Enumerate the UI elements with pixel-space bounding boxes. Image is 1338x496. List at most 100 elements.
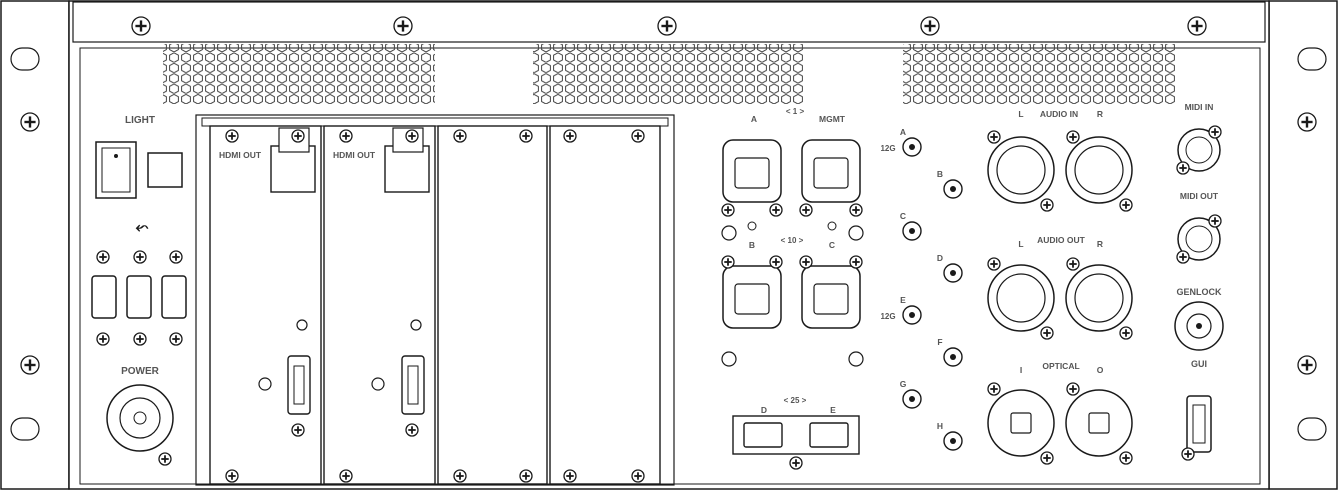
- power-label: POWER: [121, 366, 160, 377]
- toslink-icon[interactable]: [987, 389, 1055, 457]
- genlock-bnc-core: [1186, 313, 1212, 339]
- sfp-port-e[interactable]: [809, 422, 849, 448]
- bnc-d-label: D: [937, 253, 943, 263]
- card-1-led: [296, 319, 308, 331]
- vent-grille-3: [903, 44, 1175, 104]
- left-rack-ear: [0, 0, 70, 490]
- phillips-screw-icon: [721, 203, 735, 217]
- bnc-f-label: F: [937, 337, 942, 347]
- phillips-screw-icon: [721, 255, 735, 269]
- phillips-screw-icon: [158, 452, 172, 466]
- bnc-b-pin: [950, 186, 956, 192]
- phillips-screw-icon: [453, 129, 467, 143]
- phillips-screw-icon: [1040, 198, 1054, 212]
- phillips-screw-icon: [987, 130, 1001, 144]
- rj45-port-a[interactable]: [722, 139, 782, 203]
- bnc-e-label: E: [900, 295, 906, 305]
- phillips-screw-icon: [225, 129, 239, 143]
- hdmi-port-2-tongue: [407, 365, 419, 405]
- hdmi-port-icon[interactable]: [287, 355, 311, 415]
- usb-port-1[interactable]: [91, 275, 117, 319]
- 12g-a-label: 12G: [880, 144, 895, 153]
- phillips-screw-icon: [769, 255, 783, 269]
- 12g-e-label: 12G: [880, 312, 895, 321]
- midi-out-port[interactable]: [1177, 217, 1221, 261]
- xlr-in-l-ring: [996, 145, 1046, 195]
- audio-in-l-label: L: [1018, 109, 1023, 119]
- phillips-screw-icon: [20, 355, 40, 375]
- midi-in-ring: [1185, 136, 1213, 164]
- phillips-screw-icon: [1176, 161, 1190, 175]
- usb-port-2[interactable]: [126, 275, 152, 319]
- phillips-screw-icon: [1208, 125, 1222, 139]
- hdmi-out-label-1: HDMI OUT: [219, 150, 262, 160]
- xlr-out-l[interactable]: [987, 264, 1055, 332]
- phillips-screw-icon: [769, 203, 783, 217]
- phillips-screw-icon: [1040, 326, 1054, 340]
- power-inlet-icon[interactable]: [106, 384, 174, 452]
- ethernet-led-2: [827, 221, 837, 231]
- din-connector-icon[interactable]: [1177, 128, 1221, 172]
- blank-card-3: [437, 125, 548, 485]
- right-rack-ear: [1268, 0, 1338, 490]
- port-c-label: C: [829, 240, 835, 250]
- rj45-port-a-jack: [734, 157, 770, 189]
- usb-port-3[interactable]: [161, 275, 187, 319]
- phillips-screw-icon: [1297, 112, 1317, 132]
- phillips-screw-icon: [133, 332, 147, 346]
- mgmt-label: MGMT: [819, 114, 846, 124]
- rj45-port-icon[interactable]: [722, 265, 782, 329]
- phillips-screw-icon: [563, 469, 577, 483]
- rj45-port-c[interactable]: [801, 265, 861, 329]
- usb-icon: ⬿: [136, 219, 149, 236]
- phillips-screw-icon: [405, 129, 419, 143]
- ethernet-ground-3: [721, 351, 737, 367]
- hdmi-out-label-2: HDMI OUT: [333, 150, 376, 160]
- xlr-in-r[interactable]: [1065, 136, 1133, 204]
- rj45-port-mgmt[interactable]: [801, 139, 861, 203]
- optical-out-socket: [1088, 412, 1110, 434]
- xlr-in-r-ring: [1074, 145, 1124, 195]
- hdmi-port-2[interactable]: [401, 355, 425, 415]
- light-switch[interactable]: [95, 141, 137, 199]
- ethernet-ground-1: [721, 225, 737, 241]
- phillips-screw-icon: [563, 129, 577, 143]
- phillips-screw-icon: [1119, 198, 1133, 212]
- phillips-screw-icon: [799, 255, 813, 269]
- bnc-h-pin: [950, 438, 956, 444]
- phillips-screw-icon: [133, 250, 147, 264]
- xlr-out-r[interactable]: [1065, 264, 1133, 332]
- phillips-screw-icon: [849, 203, 863, 217]
- audio-out-r-label: R: [1097, 239, 1103, 249]
- midi-in-label: MIDI IN: [1185, 102, 1214, 112]
- optical-o-label: O: [1097, 365, 1104, 375]
- bnc-a-pin: [909, 144, 915, 150]
- phillips-screw-icon: [1119, 451, 1133, 465]
- card-1-ground: [258, 377, 272, 391]
- phillips-screw-icon: [1187, 16, 1207, 36]
- phillips-screw-icon: [631, 469, 645, 483]
- xlr-out-l-ring: [996, 273, 1046, 323]
- gui-port-tongue: [1192, 404, 1206, 444]
- sfp-e-label: E: [830, 405, 836, 415]
- phillips-screw-icon: [339, 469, 353, 483]
- optical-out[interactable]: [1065, 389, 1133, 457]
- phillips-screw-icon: [291, 423, 305, 437]
- phillips-screw-icon: [920, 16, 940, 36]
- phillips-screw-icon: [631, 129, 645, 143]
- optical-in-socket: [1010, 412, 1032, 434]
- phillips-screw-icon: [1297, 355, 1317, 375]
- vent-grille-1: [163, 44, 435, 104]
- sfp-port-d[interactable]: [743, 422, 783, 448]
- phillips-screw-icon: [131, 16, 151, 36]
- displayport-icon[interactable]: [1186, 395, 1212, 453]
- rack-slot-top-left: [10, 47, 40, 71]
- xlr-connector-icon[interactable]: [987, 136, 1055, 204]
- vent-grille-2: [533, 44, 805, 104]
- audio-in-label: AUDIO IN: [1040, 109, 1078, 119]
- light-indicator: [147, 152, 183, 188]
- phillips-screw-icon: [405, 423, 419, 437]
- phillips-screw-icon: [169, 250, 183, 264]
- screw-layer: [20, 16, 1317, 483]
